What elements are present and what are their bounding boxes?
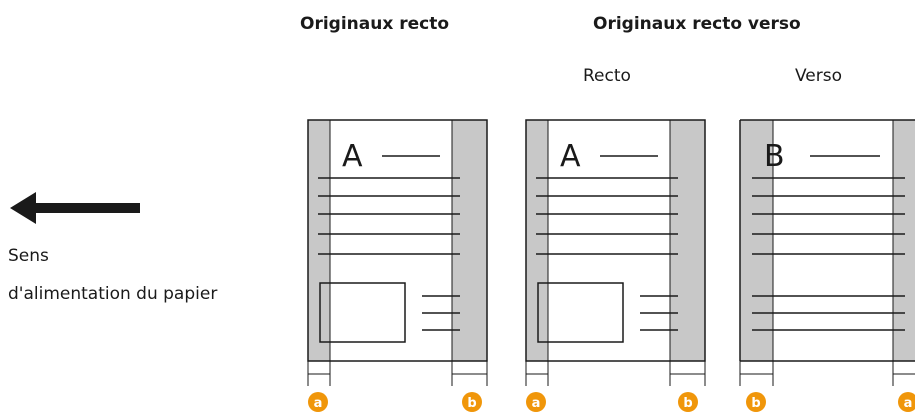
badge-right-label: b [467,396,476,411]
badge-left [308,392,328,412]
page-single-sided: A a b [307,119,488,412]
badge-left-label: a [532,396,541,411]
binding-margin-left [526,120,548,361]
binding-margin-left [740,120,773,361]
badge-left [526,392,546,412]
badge-right [678,392,698,412]
page-outline [307,119,488,362]
badge-left [746,392,766,412]
badge-left-label: b [751,396,760,411]
text-lines [752,177,905,331]
page-back: B b a [739,119,915,412]
subheading-front: Recto [583,66,631,86]
text-lines [536,177,678,331]
heading-double-sided: Originaux recto verso [593,14,801,34]
binding-margin-right [670,120,705,361]
page-front: A a b [525,119,706,412]
subheading-back: Verso [795,66,843,86]
page-outline [525,119,706,362]
binding-margin-right [893,120,915,361]
feed-direction-label-line2: d'alimentation du papier [8,284,218,304]
page-letter: A [560,139,581,174]
badge-right-label: a [904,396,913,411]
badge-left-label: a [314,396,323,411]
page-letter: A [342,139,363,174]
binding-margin-left [308,120,330,361]
image-box [537,282,624,343]
badge-right-label: b [683,396,692,411]
heading-single-sided: Originaux recto [300,14,450,34]
binding-margin-right [452,120,487,361]
page-letter: B [764,139,785,174]
left-arrow-icon [10,192,140,224]
badge-right [898,392,915,412]
text-lines [318,177,460,331]
badge-right [462,392,482,412]
image-box [319,282,406,343]
feed-direction-label-line1: Sens [8,246,49,266]
